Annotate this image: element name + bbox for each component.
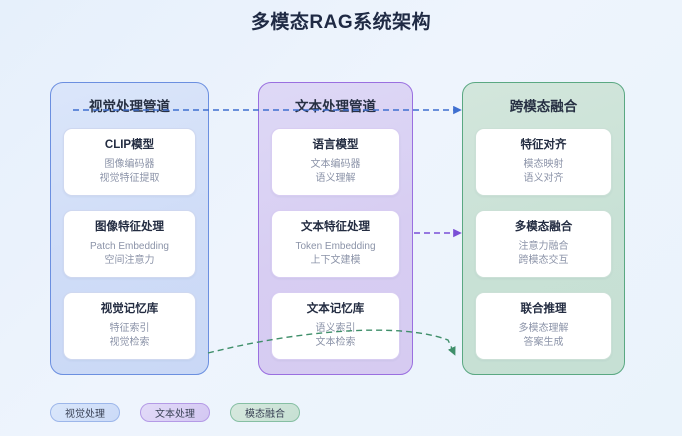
card-subline: 注意力融合 xyxy=(518,241,569,252)
column-text-pipeline[interactable]: 文本处理管道 语言模型 文本编码器 语义理解 文本特征处理 Token Embe… xyxy=(258,82,413,375)
card-subline: 图像编码器 xyxy=(104,159,155,170)
column-title-visual: 视觉处理管道 xyxy=(89,99,170,114)
card-subline: 模态映射 xyxy=(523,159,564,170)
card-title: CLIP模型 xyxy=(104,139,155,151)
card-title: 视觉记忆库 xyxy=(100,303,159,315)
card-feature-alignment[interactable]: 特征对齐 模态映射 语义对齐 xyxy=(475,128,612,196)
card-subline: 语义对齐 xyxy=(523,173,564,184)
card-subline: 上下文建模 xyxy=(310,255,361,266)
card-subline: 视觉检索 xyxy=(109,337,150,348)
card-title: 语言模型 xyxy=(312,139,359,151)
card-language-model[interactable]: 语言模型 文本编码器 语义理解 xyxy=(271,128,400,196)
legend: 视觉处理 文本处理 模态融合 xyxy=(50,403,300,422)
card-text-feature-processing[interactable]: 文本特征处理 Token Embedding 上下文建模 xyxy=(271,210,400,278)
card-text-memory-store[interactable]: 文本记忆库 语义索引 文本检索 xyxy=(271,292,400,360)
card-title: 特征对齐 xyxy=(520,139,567,151)
card-subline: 视觉特征提取 xyxy=(99,173,160,184)
card-subline: Token Embedding xyxy=(295,241,376,252)
card-title: 联合推理 xyxy=(520,303,567,315)
legend-item-text[interactable]: 文本处理 xyxy=(140,403,210,422)
legend-label: 文本处理 xyxy=(155,409,195,420)
card-list-text: 语言模型 文本编码器 语义理解 文本特征处理 Token Embedding 上… xyxy=(271,128,400,360)
column-crossmodal-fusion[interactable]: 跨模态融合 特征对齐 模态映射 语义对齐 多模态融合 注意力融合 跨模态交互 联… xyxy=(462,82,625,375)
card-clip-model[interactable]: CLIP模型 图像编码器 视觉特征提取 xyxy=(63,128,196,196)
legend-item-visual[interactable]: 视觉处理 xyxy=(50,403,120,422)
card-list-visual: CLIP模型 图像编码器 视觉特征提取 图像特征处理 Patch Embeddi… xyxy=(63,128,196,360)
card-title: 图像特征处理 xyxy=(95,221,164,233)
card-multimodal-fusion[interactable]: 多模态融合 注意力融合 跨模态交互 xyxy=(475,210,612,278)
legend-item-fusion[interactable]: 模态融合 xyxy=(230,403,300,422)
card-subline: 语义理解 xyxy=(315,173,356,184)
card-subline: 空间注意力 xyxy=(104,255,155,266)
card-title: 文本记忆库 xyxy=(306,303,365,315)
card-subline: Patch Embedding xyxy=(90,241,169,252)
card-subline: 文本编码器 xyxy=(310,159,361,170)
column-visual-pipeline[interactable]: 视觉处理管道 CLIP模型 图像编码器 视觉特征提取 图像特征处理 Patch … xyxy=(50,82,209,375)
column-title-fusion: 跨模态融合 xyxy=(509,99,578,114)
card-image-feature-processing[interactable]: 图像特征处理 Patch Embedding 空间注意力 xyxy=(63,210,196,278)
card-subline: 语义索引 xyxy=(315,323,356,334)
card-subline: 特征索引 xyxy=(109,323,150,334)
card-subline: 文本检索 xyxy=(315,337,356,348)
card-subline: 多模态理解 xyxy=(518,323,569,334)
column-title-text: 文本处理管道 xyxy=(295,99,376,114)
card-list-fusion: 特征对齐 模态映射 语义对齐 多模态融合 注意力融合 跨模态交互 联合推理 多模… xyxy=(475,128,612,360)
card-visual-memory-store[interactable]: 视觉记忆库 特征索引 视觉检索 xyxy=(63,292,196,360)
legend-label: 视觉处理 xyxy=(65,409,105,420)
card-title: 多模态融合 xyxy=(514,221,573,233)
card-subline: 答案生成 xyxy=(523,337,564,348)
legend-label: 模态融合 xyxy=(245,409,285,420)
page-title: 多模态RAG系统架构 xyxy=(250,12,432,33)
card-title: 文本特征处理 xyxy=(301,221,370,233)
card-subline: 跨模态交互 xyxy=(518,255,569,266)
card-joint-reasoning[interactable]: 联合推理 多模态理解 答案生成 xyxy=(475,292,612,360)
